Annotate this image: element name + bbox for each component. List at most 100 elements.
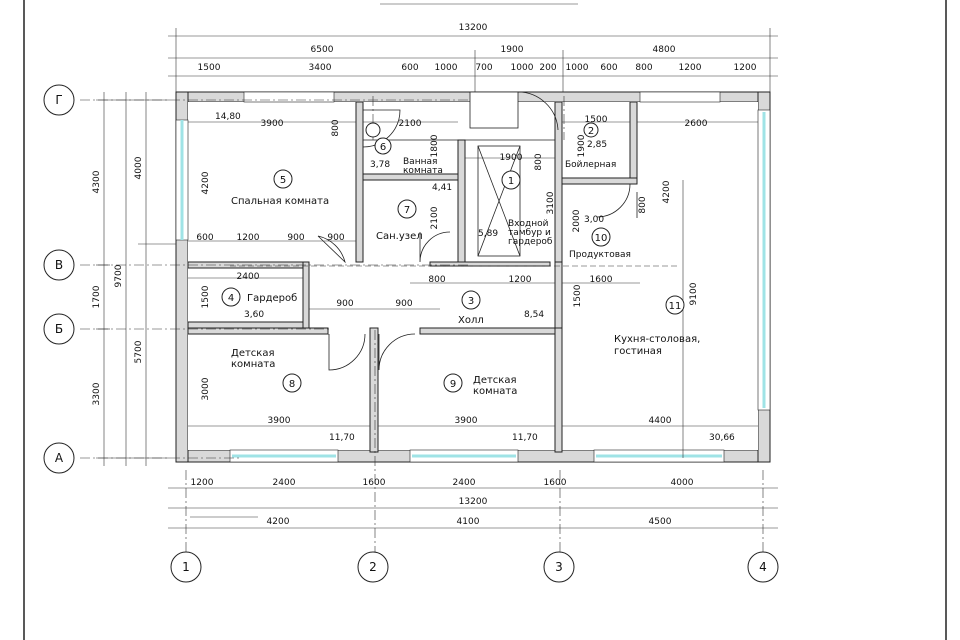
dim-int-600: 600 <box>196 233 213 243</box>
room-name-10: Продуктовая <box>569 250 631 260</box>
dim-bottom-2400b: 2400 <box>453 478 476 488</box>
dim-int-1500-boiler: 1500 <box>585 115 608 125</box>
room-bubble-7 <box>397 199 417 219</box>
room-num-9: 9 <box>450 379 456 390</box>
room-area-8: 11,70 <box>329 433 355 443</box>
room-area-6: 3,78 <box>370 160 390 170</box>
room-bubble-9 <box>443 373 463 393</box>
room-name-6b: комната <box>403 166 443 176</box>
axis-bubble-2 <box>357 551 389 583</box>
dim-int-1800-bath: 1800 <box>430 134 440 157</box>
grid-axes <box>80 96 764 552</box>
axis-label-a: А <box>55 451 64 465</box>
room-name-4: Гардероб <box>247 293 297 304</box>
dim-int-800-pantry: 800 <box>638 196 648 213</box>
room-name-8b: комната <box>231 359 275 370</box>
room-area-1: 5,89 <box>478 229 498 239</box>
room-area-2: 2,85 <box>587 140 607 150</box>
dim-int-3000-child: 3000 <box>201 377 211 400</box>
room-name-1c: гардероб <box>508 237 553 247</box>
dim-int-2100-wc: 2100 <box>430 206 440 229</box>
dim-top-800: 800 <box>635 63 652 73</box>
interior-walls <box>187 101 680 453</box>
dim-top-1000b: 1000 <box>511 63 534 73</box>
top-dimension-chains: 13200 6500 1900 4800 1500 3400 600 1000 … <box>168 23 778 100</box>
room-area-3: 8,54 <box>524 310 544 320</box>
room-name-11b: гостиная <box>614 346 662 357</box>
room-name-2: Бойлерная <box>565 160 616 170</box>
room-area-7: 4,41 <box>432 183 452 193</box>
dim-int-900a: 900 <box>287 233 304 243</box>
room-num-5: 5 <box>280 175 286 186</box>
dim-int-3900-bed: 3900 <box>261 119 284 129</box>
dim-int-2400-wardrobe: 2400 <box>237 272 260 282</box>
axis-bubbles-numbers: 1 2 3 4 <box>170 551 779 583</box>
axis-bubble-3 <box>543 551 575 583</box>
axis-label-2: 2 <box>369 560 377 574</box>
room-name-11a: Кухня-столовая, <box>614 334 700 345</box>
dim-left-9700: 9700 <box>114 264 124 287</box>
dim-int-1900-boiler: 1900 <box>577 134 587 157</box>
doors <box>317 91 638 371</box>
room-num-4: 4 <box>228 293 234 304</box>
dim-right-9100: 9100 <box>689 282 699 305</box>
dim-int-800-bath: 800 <box>331 119 341 136</box>
room-name-8a: Детская <box>231 348 274 359</box>
room-area-5: 14,80 <box>215 112 241 122</box>
dim-bottom-4200: 4200 <box>267 517 290 527</box>
left-dimension-chains: 4300 1700 3300 4000 9700 5700 <box>92 92 176 466</box>
axis-label-g: Г <box>55 93 62 107</box>
room-bubble-1 <box>501 170 521 190</box>
axis-label-1: 1 <box>182 560 190 574</box>
dim-int-4200-bed: 4200 <box>201 171 211 194</box>
dim-int-900d: 900 <box>395 299 412 309</box>
axis-label-4: 4 <box>759 560 767 574</box>
dim-int-3900-child1: 3900 <box>268 416 291 426</box>
dim-int-2000-pantry: 2000 <box>572 209 582 232</box>
room-num-6: 6 <box>380 142 386 153</box>
dim-left-4000: 4000 <box>134 156 144 179</box>
dim-top-4800: 4800 <box>653 45 676 55</box>
axis-bubble-1 <box>170 551 202 583</box>
room-bubble-6 <box>374 137 392 155</box>
room-bubble-10 <box>591 227 611 247</box>
dim-top-600b: 600 <box>600 63 617 73</box>
dim-int-2600: 2600 <box>685 119 708 129</box>
axis-bubbles-letters: Г В Б А <box>43 84 75 474</box>
dim-int-1500-wardrobe: 1500 <box>201 285 211 308</box>
room-name-1b: тамбур и <box>508 228 551 238</box>
dim-bottom-1200: 1200 <box>191 478 214 488</box>
dim-top-overall: 13200 <box>459 23 488 33</box>
room-num-2: 2 <box>588 126 594 137</box>
room-bubble-4 <box>221 287 241 307</box>
dim-top-1900: 1900 <box>501 45 524 55</box>
room-name-5: Спальная комната <box>231 196 329 207</box>
dim-top-1500: 1500 <box>198 63 221 73</box>
dim-bottom-4500: 4500 <box>649 517 672 527</box>
room-name-6a: Ванная <box>403 157 437 167</box>
outer-walls <box>175 91 771 463</box>
dim-top-1200a: 1200 <box>679 63 702 73</box>
room-num-7: 7 <box>404 205 410 216</box>
room-name-9b: комната <box>473 386 517 397</box>
dim-int-800-vest: 800 <box>534 153 544 170</box>
dim-top-1000a: 1000 <box>435 63 458 73</box>
dim-bottom-1600b: 1600 <box>544 478 567 488</box>
dim-int-900c: 900 <box>336 299 353 309</box>
dim-bottom-2400a: 2400 <box>273 478 296 488</box>
dim-bottom-4100: 4100 <box>457 517 480 527</box>
dim-top-600: 600 <box>401 63 418 73</box>
dim-int-4400-kitchen: 4400 <box>649 416 672 426</box>
room-name-7: Сан.узел <box>376 231 423 242</box>
room-num-1: 1 <box>508 176 514 187</box>
room-area-4: 3,60 <box>244 310 264 320</box>
room-num-3: 3 <box>468 296 474 307</box>
dim-left-5700: 5700 <box>134 340 144 363</box>
dim-int-1900-vest: 1900 <box>500 153 523 163</box>
room-num-11: 11 <box>669 301 682 312</box>
dim-int-900b: 900 <box>327 233 344 243</box>
axis-label-v: В <box>55 258 63 272</box>
dim-left-1700: 1700 <box>92 285 102 308</box>
axis-bubble-4 <box>747 551 779 583</box>
